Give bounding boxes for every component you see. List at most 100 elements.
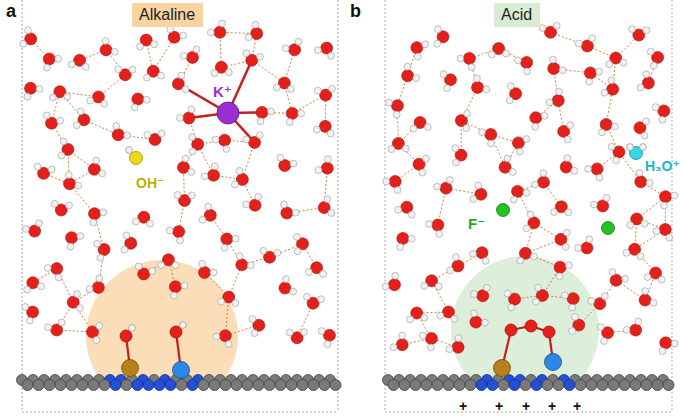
hydrogen-atom — [193, 46, 200, 53]
water-molecule — [67, 291, 83, 312]
hydrogen-atom — [608, 77, 615, 84]
carbon-atom — [575, 380, 586, 391]
hydrogen-atom — [399, 332, 406, 339]
carbon-atom — [275, 380, 286, 391]
carbon-atom — [498, 380, 509, 391]
carbon-atom — [33, 380, 44, 391]
water-molecule — [34, 163, 55, 179]
hydrogen-atom — [531, 253, 538, 260]
hydrogen-atom — [313, 126, 320, 133]
hydrogen-atom — [423, 155, 430, 162]
water-molecule — [647, 48, 663, 69]
hydrogen-atom — [575, 245, 582, 252]
hydrogen-atom — [523, 136, 530, 143]
water-molecule — [653, 223, 673, 240]
water-molecule — [446, 335, 464, 353]
hydrogen-atom — [44, 265, 51, 272]
hydrogen-atom — [571, 167, 578, 174]
hydrogen-atom — [277, 154, 284, 161]
oxygen-atom — [607, 83, 619, 95]
hydrogen-atom — [93, 337, 100, 344]
carbon-atom — [99, 380, 110, 391]
carbon-atom — [330, 380, 341, 391]
carbon-atom — [520, 380, 531, 391]
water-molecule — [180, 46, 200, 63]
oxygen-atom — [214, 26, 226, 38]
hydrogen-atom — [55, 55, 62, 62]
carbon-atom — [22, 380, 33, 391]
hydrogen-atom — [212, 136, 219, 143]
hydrogen-atom — [629, 26, 636, 33]
hydrogen-atom — [434, 183, 441, 190]
hydrogen-atom — [298, 110, 305, 117]
hydrogen-atom — [57, 117, 64, 124]
water-molecule — [318, 328, 335, 348]
water-molecule — [627, 213, 648, 229]
water-molecule — [623, 318, 642, 336]
oxygen-atom — [25, 82, 37, 94]
hydrogen-atom — [586, 236, 593, 243]
hydrogen-atom — [444, 85, 451, 92]
water-molecule — [421, 275, 442, 290]
panel-letter: a — [6, 2, 16, 22]
hydrogen-atom — [292, 209, 299, 216]
oxygen-atom — [279, 282, 291, 294]
water-molecule — [395, 201, 415, 218]
hydrogen-atom — [642, 288, 649, 295]
hydrogen-atom — [67, 243, 74, 250]
oxygen-atom — [463, 52, 475, 64]
water-molecule — [588, 293, 608, 310]
hydrogen-atom — [388, 146, 395, 153]
water-molecule — [447, 254, 464, 274]
hydrogen-atom — [452, 254, 459, 261]
hydrogen-atom — [188, 106, 195, 113]
carbon-atom — [286, 380, 297, 391]
oxygen-atom — [485, 128, 497, 140]
hydrogen-atom — [180, 322, 187, 329]
hydrogen-atom — [182, 155, 189, 162]
hydrogen-atom — [419, 332, 426, 339]
hydrogen-atom — [96, 275, 103, 282]
hydrogen-atom — [281, 201, 288, 208]
hydrogen-atom — [509, 168, 516, 175]
water-molecule — [22, 304, 39, 324]
oxygen-atom — [477, 290, 489, 302]
water-molecule — [411, 41, 429, 60]
water-molecule — [413, 155, 430, 176]
hydrogen-atom — [205, 203, 212, 210]
hydrogen-atom — [255, 193, 262, 200]
water-molecule — [452, 145, 467, 166]
hydrogen-atom — [596, 174, 603, 181]
hydrogen-atom — [603, 194, 610, 201]
nitrogen-atom — [132, 380, 143, 391]
hydrogen-atom — [588, 298, 595, 305]
hydrogen-atom — [314, 87, 321, 94]
carbon-atom — [465, 380, 476, 391]
water-molecule — [455, 110, 470, 131]
nitrogen-atom — [154, 380, 165, 391]
water-molecule — [87, 91, 108, 107]
oxygen-atom — [281, 207, 293, 219]
cell-boundary — [385, 0, 386, 412]
hydrogen-atom — [622, 275, 629, 282]
water-molecule — [211, 61, 232, 76]
hydrogen-atom — [627, 222, 634, 229]
hydrogen-atom — [394, 187, 401, 194]
carbon-atom — [542, 380, 553, 391]
oxygen-atom — [236, 259, 248, 271]
hydrogen-atom — [232, 235, 239, 242]
cell-boundary — [22, 412, 338, 413]
hydrogen-atom — [201, 173, 208, 180]
oxygen-atom — [64, 178, 76, 190]
carbon-atom — [88, 380, 99, 391]
hydrogen-atom — [207, 29, 214, 36]
water-molecule — [43, 53, 61, 71]
hydrogen-atom — [44, 64, 51, 71]
adsorbed-oxygen — [170, 326, 182, 338]
hydrogen-atom — [562, 244, 569, 251]
oxygen-atom — [591, 163, 603, 175]
water-molecule — [212, 134, 230, 152]
water-molecule — [44, 263, 62, 281]
oxygen-atom — [452, 341, 464, 353]
oxygen-atom — [610, 274, 622, 286]
